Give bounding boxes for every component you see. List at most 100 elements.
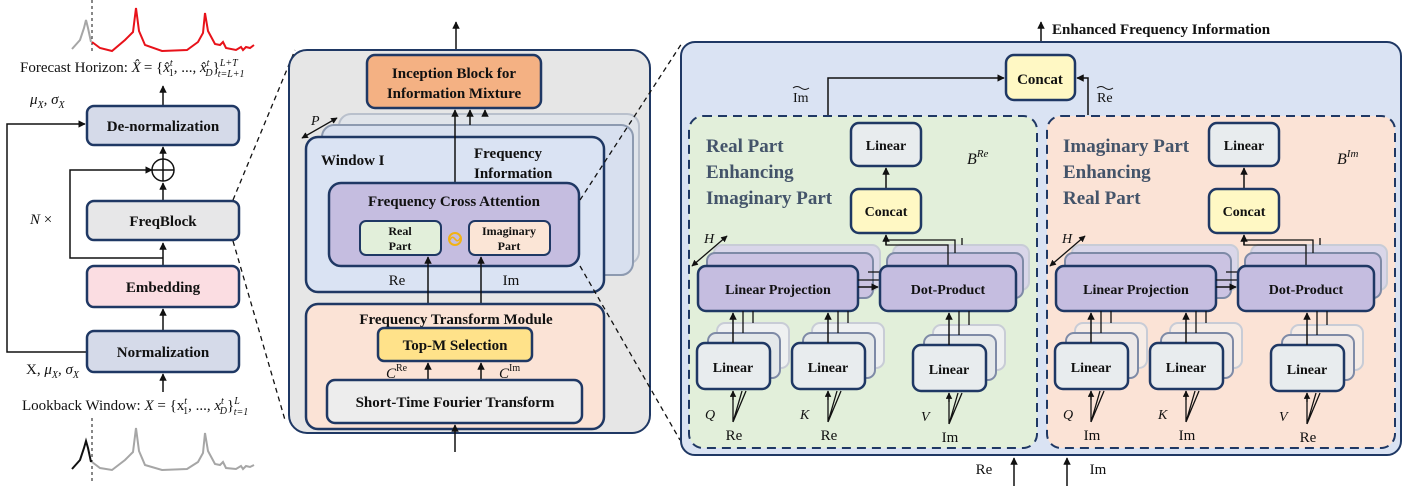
real-part-label-line2: Part (389, 239, 412, 253)
stft-box (325, 378, 584, 425)
green-linear-k-label: Linear (808, 361, 848, 376)
re-tilde-mark (1096, 86, 1114, 90)
b-re-label: BRe (967, 148, 989, 168)
bottom-re-label: Re (976, 462, 993, 478)
re-label: Re (389, 273, 406, 289)
im-label: Im (503, 273, 520, 289)
forecast-horizon-plot (71, 0, 255, 53)
top-m-selection-box (376, 326, 534, 363)
green-h-dimension-arrow (691, 235, 728, 267)
imaginary-enhancing-real-panel: Imaginary Part Enhancing Real Part BIm L… (1046, 115, 1396, 449)
orange-q-label: Q (1063, 408, 1073, 423)
green-dot-product-box (878, 264, 1018, 313)
imaginary-part-box (468, 220, 551, 256)
green-linear-top-box (849, 121, 923, 168)
window-label: Window I (321, 153, 385, 169)
orange-linear-top-label: Linear (1224, 139, 1264, 154)
orange-k-source-label: Im (1179, 428, 1196, 444)
real-enhancing-imaginary-panel: Real Part Enhancing Imaginary Part BRe L… (688, 115, 1038, 449)
embedding-box (85, 264, 241, 309)
top-m-selection-label: Top-M Selection (403, 338, 509, 354)
green-linear-projection-label: Linear Projection (725, 283, 831, 298)
residual-connection (69, 166, 163, 259)
real-part-label-line1: Real (388, 224, 412, 238)
im-tilde-mark (792, 86, 810, 90)
top-concat-label: Concat (1017, 72, 1063, 88)
denormalization-label: De-normalization (107, 119, 220, 135)
inception-block-box (365, 53, 543, 110)
x-mu-sigma-label: X, μX, σX (26, 362, 80, 381)
orange-title-line2: Enhancing (1063, 162, 1151, 183)
green-h-label: H (703, 232, 715, 247)
orange-k-label: K (1157, 408, 1168, 423)
green-title-line1: Real Part (706, 136, 784, 157)
inception-label-line1: Inception Block for (392, 66, 517, 82)
orange-v-branch: Linear V Re (1269, 311, 1364, 446)
green-linear-projection-box (696, 264, 860, 313)
c-im-label: CIm (499, 363, 520, 382)
enhanced-frequency-information-label: Enhanced Frequency Information (1052, 22, 1271, 38)
orange-q-source-label: Im (1084, 428, 1101, 444)
green-k-label: K (799, 408, 810, 423)
normalization-box (85, 329, 241, 374)
arrow-im-tilde-to-concat (827, 74, 1005, 115)
orange-title-line3: Real Part (1063, 188, 1141, 209)
b-im-label: BIm (1337, 148, 1358, 168)
orange-linear-q-label: Linear (1071, 361, 1111, 376)
orange-concat-label: Concat (1223, 205, 1266, 220)
forecast-line (91, 7, 255, 53)
imaginary-part-label-line2: Part (498, 239, 521, 253)
inception-label-line2: Information Mixture (387, 86, 522, 102)
history-tail-line (71, 19, 92, 50)
orange-linear-projection-label: Linear Projection (1083, 283, 1189, 298)
orange-linear-top-box (1207, 121, 1281, 168)
green-linear-q-label: Linear (713, 361, 753, 376)
green-q-source-label: Re (726, 428, 743, 444)
orange-linear-v-label: Linear (1287, 363, 1327, 378)
imaginary-part-label-line1: Imaginary (482, 224, 536, 238)
orange-linear-k-label: Linear (1166, 361, 1206, 376)
orange-h-label: H (1061, 232, 1073, 247)
re-tilde-label: Re (1097, 91, 1113, 106)
green-q-branch: Linear Q Re (695, 311, 790, 444)
frequency-information-label-line2: Information (474, 166, 553, 182)
bottom-im-label: Im (1090, 462, 1107, 478)
embedding-label: Embedding (126, 280, 201, 296)
green-k-branch: Linear K Re (790, 311, 885, 444)
denormalization-box (85, 104, 241, 147)
lookback-window-plot (71, 418, 255, 482)
arrow-re-tilde-to-concat (1076, 74, 1089, 115)
green-v-label: V (921, 410, 931, 425)
green-dot-product-label: Dot-Product (911, 283, 986, 298)
orange-linear-projection-box (1054, 264, 1218, 313)
p-dimension-arrow (301, 117, 338, 139)
top-concat-box (1004, 53, 1077, 102)
green-q-label: Q (705, 408, 715, 423)
orange-title-line1: Imaginary Part (1063, 136, 1190, 157)
green-linear-top-label: Linear (866, 139, 906, 154)
p-label: P (310, 114, 320, 129)
orange-v-source-label: Re (1300, 430, 1317, 446)
green-title-line3: Imaginary Part (706, 188, 833, 209)
skip-connection-stats (6, 120, 87, 353)
lookback-history-line (91, 427, 255, 472)
green-concat-box (849, 187, 923, 235)
orange-dot-product-box (1236, 264, 1376, 313)
frequency-information-label-line1: Frequency (474, 146, 543, 162)
orange-dot-product-label: Dot-Product (1269, 283, 1344, 298)
n-times-label: N × (29, 212, 52, 228)
add-operator-icon (151, 158, 175, 182)
green-title-line2: Enhancing (706, 162, 794, 183)
frequency-cross-attention-label: Frequency Cross Attention (368, 194, 541, 210)
freqblock-label: FreqBlock (129, 214, 197, 230)
stft-label: Short-Time Fourier Transform (356, 395, 555, 411)
green-k-source-label: Re (821, 428, 838, 444)
orange-k-branch: Linear K Im (1148, 311, 1243, 444)
green-linear-v-label: Linear (929, 363, 969, 378)
orange-v-label: V (1279, 410, 1289, 425)
zoom-guide-bottom-left (232, 240, 286, 421)
mu-sigma-top-label: μX, σX (29, 92, 66, 111)
im-tilde-label: Im (793, 91, 809, 106)
